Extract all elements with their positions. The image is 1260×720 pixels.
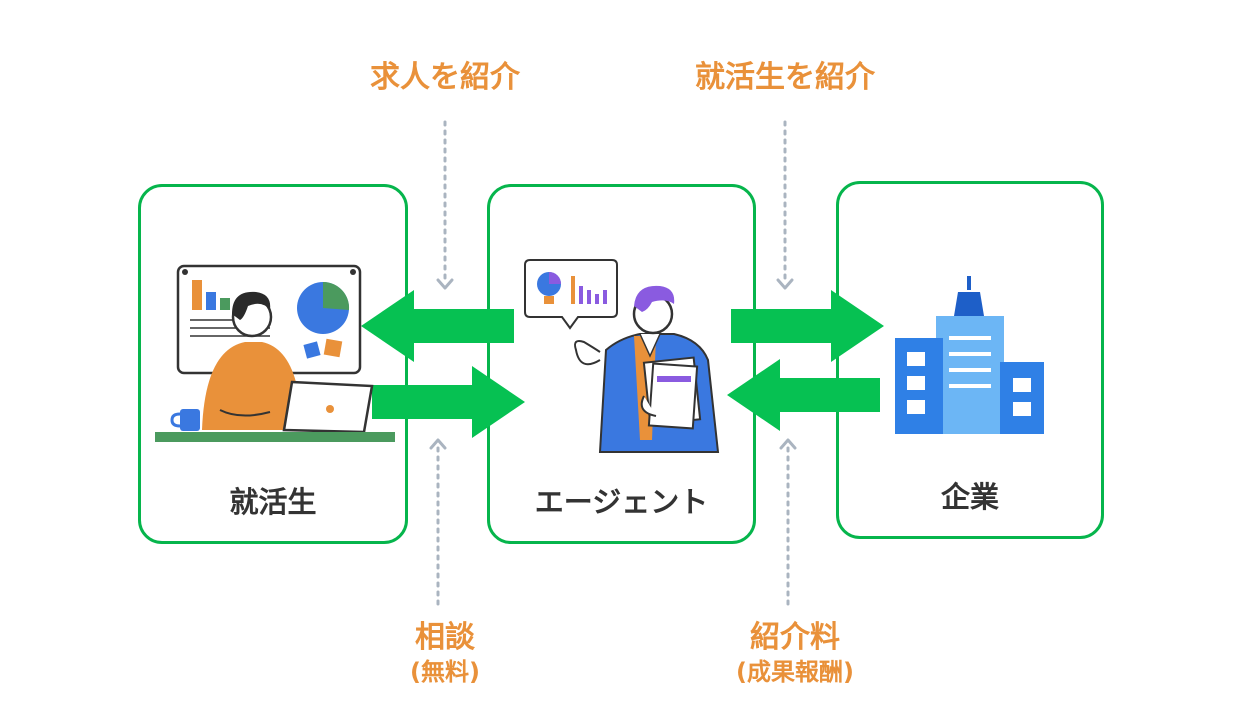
consultation-note: (無料) <box>410 658 480 686</box>
referral-fee-text: 紹介料 <box>750 620 840 655</box>
arrow-student-to-agent <box>372 366 525 438</box>
agent-label: エージェント <box>534 485 709 519</box>
arrow-agent-to-company <box>731 290 884 362</box>
arrow-agent-to-student <box>361 290 514 362</box>
dotted-head-consult <box>429 438 447 450</box>
company-label: 企業 <box>940 480 999 514</box>
flow-label-student-referral: 就活生を紹介 <box>660 58 910 97</box>
arrow-company-to-agent <box>727 359 880 431</box>
flow-label-referral-fee: 紹介料 (成果報酬) <box>700 618 890 688</box>
company-illustration-icon <box>895 276 1044 434</box>
dotted-head-student <box>776 278 794 290</box>
consultation-text: 相談 <box>415 620 475 655</box>
flow-label-consultation: 相談 (無料) <box>360 618 530 688</box>
dotted-arrowheads <box>429 278 797 450</box>
student-label: 就活生 <box>229 485 317 519</box>
flow-arrows <box>361 290 884 438</box>
agent-illustration-icon <box>524 259 720 453</box>
dotted-connectors <box>436 120 790 607</box>
job-referral-text: 求人を紹介 <box>370 60 520 95</box>
flow-label-job-referral: 求人を紹介 <box>345 58 545 97</box>
referral-fee-note: (成果報酬) <box>736 658 854 686</box>
student-illustration-icon <box>155 264 395 442</box>
dotted-head-fee <box>779 438 797 450</box>
dotted-head-job <box>436 278 454 290</box>
student-referral-text: 就活生を紹介 <box>695 60 875 95</box>
